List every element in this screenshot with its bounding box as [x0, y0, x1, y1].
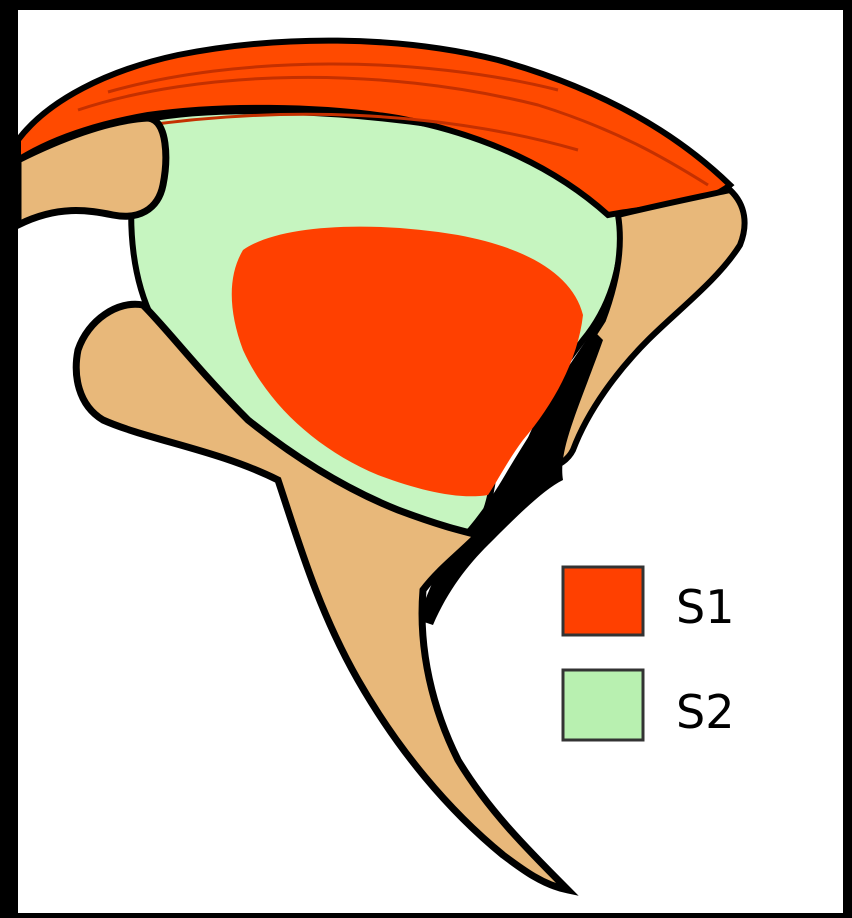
legend-label-s1: S1 — [676, 580, 734, 634]
legend: S1 S2 — [563, 567, 734, 740]
legend-label-s2: S2 — [676, 685, 734, 739]
diagram-canvas: S1 S2 — [18, 10, 843, 913]
legend-swatch-s1 — [563, 567, 643, 635]
legend-swatch-s2 — [563, 670, 643, 740]
anatomical-diagram: S1 S2 — [18, 10, 843, 913]
